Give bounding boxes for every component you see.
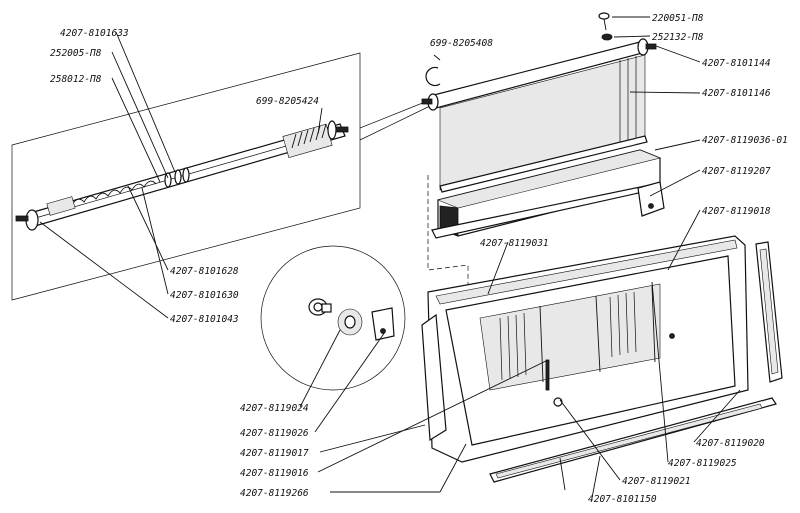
label-4207-8101144: 4207-8101144 [702,58,771,69]
label-4207-8119026: 4207-8119026 [240,428,309,439]
detail-bushing [308,298,332,316]
part-number-labels: 4207-8101633 252005-П8 258012-П8 699-820… [50,13,788,505]
label-220051-p8: 220051-П8 [652,13,704,24]
label-4207-8119017: 4207-8119017 [240,448,309,459]
inset-coil-spring [59,180,157,209]
label-4207-8101150: 4207-8101150 [588,494,657,505]
label-699-8205424: 699-8205424 [256,96,319,107]
label-4207-8101043: 4207-8101043 [170,314,239,325]
label-4207-8101630: 4207-8101630 [170,290,239,301]
inset-left-pin [15,215,29,222]
detail-circle [260,245,406,391]
label-4207-8101628: 4207-8101628 [170,266,239,277]
label-4207-8119036-01: 4207-8119036-01 [702,135,788,146]
label-4207-8119021: 4207-8119021 [622,476,691,487]
inset-spring-mechanism [282,120,349,159]
cassette-housing [431,149,661,239]
screw-and-washer [598,12,613,41]
label-4207-8119266: 4207-8119266 [240,488,309,499]
label-4207-8119018: 4207-8119018 [702,206,771,217]
label-4207-8119207: 4207-8119207 [702,166,771,177]
label-4207-8119024: 4207-8119024 [240,403,309,414]
bottom-seal-strip [489,397,777,491]
label-252132-p8: 252132-П8 [652,32,704,43]
label-699-8205408: 699-8205408 [430,38,493,49]
side-seal-strip [755,241,783,383]
label-258012-p8: 258012-П8 [50,74,102,85]
label-4207-8101146: 4207-8101146 [702,88,771,99]
label-4207-8119025: 4207-8119025 [668,458,737,469]
detail-bracket [371,307,395,341]
roller-blind [421,38,657,193]
label-252005-p8: 252005-П8 [50,48,102,59]
label-4207-8101633: 4207-8101633 [60,28,129,39]
inset-spring-holder [46,196,76,216]
inset-frame [11,52,361,301]
leader-lines [39,16,741,499]
detail-roller-wheel [337,308,363,336]
label-4207-8119031: 4207-8119031 [480,238,549,249]
main-frame [421,235,749,463]
label-4207-8119020: 4207-8119020 [696,438,765,449]
label-4207-8119016: 4207-8119016 [240,468,309,479]
bracket-part [637,181,665,217]
roller-inset-panel [11,52,361,301]
spring-clip-part [425,66,441,87]
